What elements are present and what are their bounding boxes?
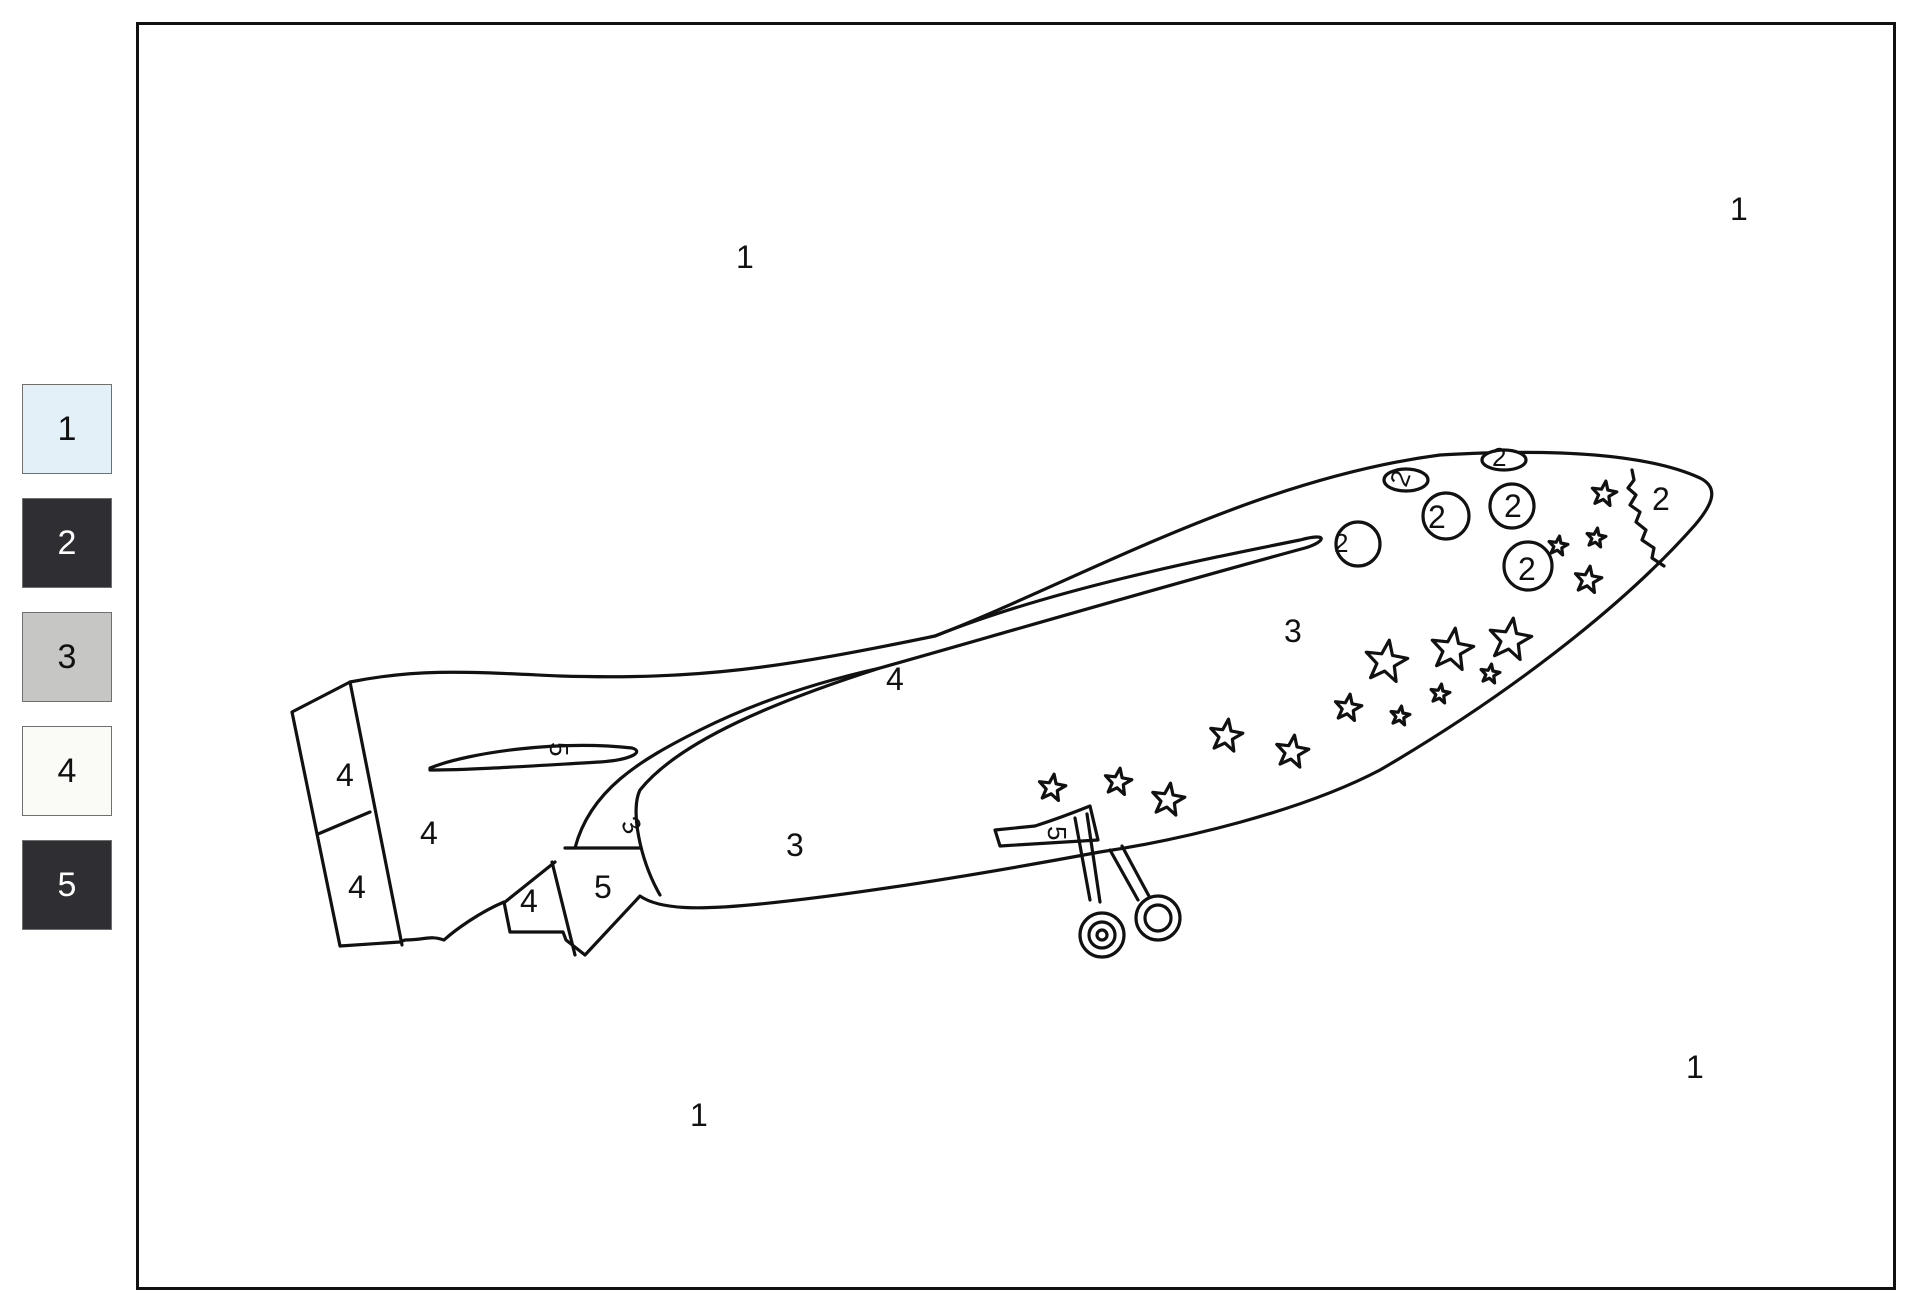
region-label-body-nose: 3 — [1284, 613, 1302, 649]
region-label-planet: 2 — [1334, 528, 1348, 558]
swatch-label: 3 — [57, 637, 77, 676]
region-label-planet: 2 — [1504, 488, 1522, 524]
region-label-tail-body: 4 — [420, 815, 438, 851]
region-label-engine-right: 5 — [594, 869, 612, 905]
star-group — [1037, 479, 1619, 817]
tail-divider-mid — [316, 810, 372, 836]
star-shape[interactable] — [1590, 479, 1619, 508]
swatch-label: 1 — [57, 409, 77, 448]
tail-window[interactable] — [428, 743, 639, 772]
palette-swatch-5[interactable]: 5 — [22, 840, 112, 930]
planet-4[interactable] — [1421, 491, 1471, 541]
star-shape[interactable] — [1364, 638, 1410, 684]
gear-strut-front — [1073, 812, 1102, 904]
region-label-planet: 2 — [1518, 551, 1536, 587]
wheel-front — [1078, 911, 1126, 959]
star-shape[interactable] — [1479, 662, 1502, 685]
swatch-label: 2 — [57, 523, 77, 562]
star-shape[interactable] — [1573, 564, 1604, 595]
region-label-sky: 1 — [1686, 1049, 1704, 1085]
nose-tip-line — [1626, 468, 1666, 568]
star-shape[interactable] — [1333, 692, 1364, 723]
region-label-engine-left: 4 — [520, 883, 538, 919]
region-label-sky: 1 — [1730, 191, 1748, 227]
swatch-label: 4 — [57, 751, 77, 790]
gear-door[interactable] — [993, 804, 1100, 848]
star-shape[interactable] — [1547, 534, 1570, 557]
region-label-tail-window: 5 — [544, 742, 574, 756]
region-label-planet: 2 — [1428, 499, 1446, 535]
star-shape[interactable] — [1488, 616, 1534, 662]
planet-5[interactable] — [1488, 482, 1536, 530]
star-shape[interactable] — [1037, 772, 1068, 803]
palette-swatch-1[interactable]: 1 — [22, 384, 112, 474]
region-label-sky: 1 — [690, 1097, 708, 1133]
wing-upper-line — [634, 535, 1323, 897]
region-label-fuselage-top: 4 — [886, 661, 904, 697]
planet-1[interactable] — [1334, 520, 1382, 568]
wheel-front-hub — [1095, 928, 1109, 942]
region-label-planet: 2 — [1492, 442, 1506, 472]
planet-3[interactable] — [1480, 448, 1528, 472]
star-shape[interactable] — [1103, 766, 1134, 797]
wheel-rear-inner — [1143, 903, 1173, 933]
engine-divider — [550, 860, 577, 957]
engine-bottom-line — [503, 860, 557, 904]
wheel-front-inner — [1087, 920, 1117, 950]
star-shape[interactable] — [1209, 717, 1245, 753]
region-label-nose-tip: 2 — [1652, 481, 1670, 517]
star-shape[interactable] — [1585, 526, 1608, 549]
region-label-gear-door: 5 — [1042, 826, 1072, 840]
region-label-body-lower: 3 — [786, 827, 804, 863]
planet-2[interactable] — [1382, 467, 1430, 493]
palette-swatch-3[interactable]: 3 — [22, 612, 112, 702]
wing-lower-line — [573, 666, 882, 850]
gear-strut-rear — [1108, 844, 1152, 902]
star-shape[interactable] — [1275, 733, 1311, 769]
fuselage-outline[interactable] — [290, 450, 1714, 957]
palette-swatch-4[interactable]: 4 — [22, 726, 112, 816]
region-label-tail: 4 — [348, 869, 366, 905]
star-shape[interactable] — [1430, 626, 1476, 672]
wheel-rear — [1134, 894, 1182, 942]
star-shape[interactable] — [1151, 781, 1187, 817]
swatch-label: 5 — [57, 865, 77, 904]
tail-divider-front — [348, 680, 404, 947]
region-label-sky: 1 — [736, 239, 754, 275]
palette-swatch-2[interactable]: 2 — [22, 498, 112, 588]
planet-6[interactable] — [1502, 540, 1554, 592]
star-shape[interactable] — [1389, 704, 1412, 727]
region-label-tail: 4 — [336, 757, 354, 793]
star-shape[interactable] — [1429, 682, 1452, 705]
